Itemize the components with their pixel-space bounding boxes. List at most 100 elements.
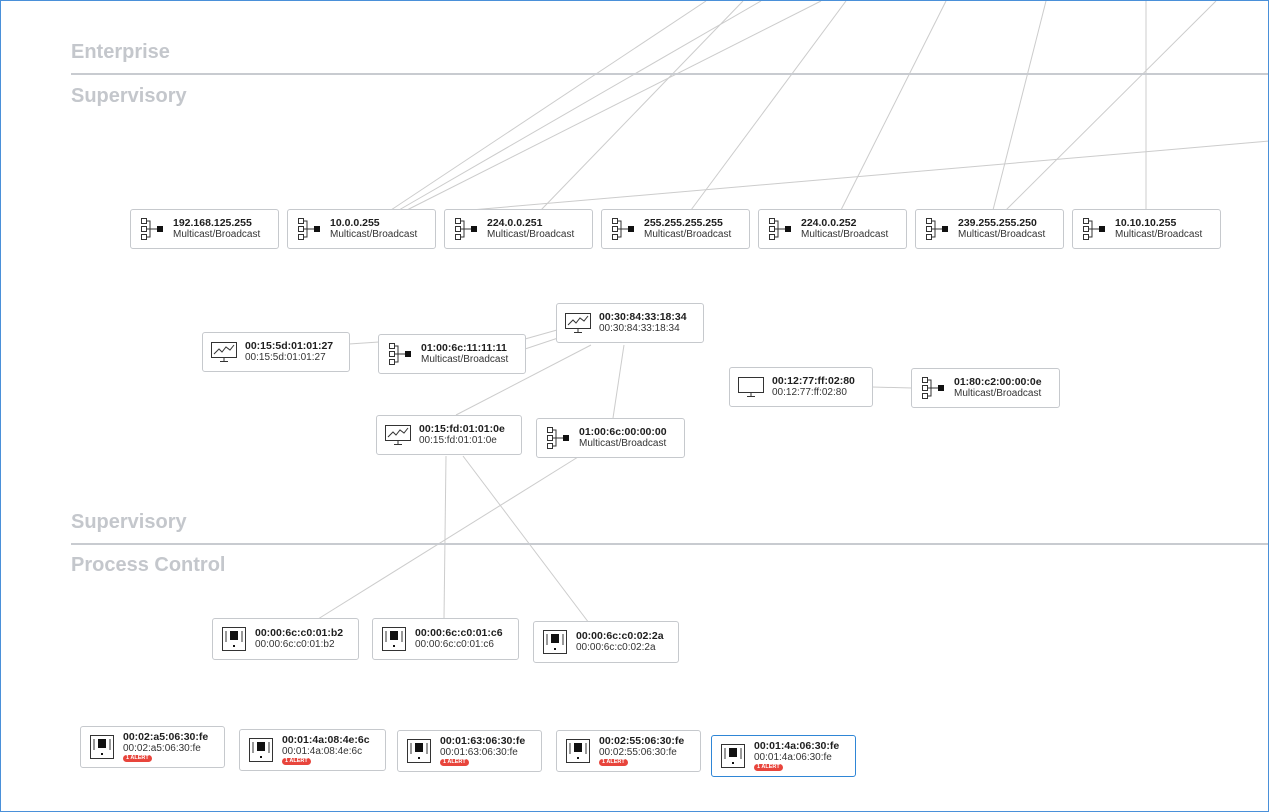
node-subtitle: 00:15:5d:01:01:27 [245,352,326,363]
node-name: 239.255.255.250 [958,217,1037,229]
node-subtitle: Multicast/Broadcast [330,229,418,240]
node-name: 00:02:55:06:30:fe [599,735,685,747]
node-name: 10.10.10.255 [1115,217,1177,229]
plc-icon [404,736,434,766]
node-name: 00:00:6c:c0:02:2a [576,630,664,642]
node-name: 10.0.0.255 [330,217,380,229]
node-name: 00:15:5d:01:01:27 [245,340,334,352]
zone-divider [71,73,1268,75]
node-subtitle: 00:01:4a:08:4e:6c [282,746,363,757]
node-subtitle: 00:12:77:ff:02:80 [772,387,847,398]
plc-icon [718,741,748,771]
plc-icon [87,732,117,762]
alert-badge[interactable]: 1 ALERT [754,764,783,771]
zone-label-enterprise: Enterprise [71,41,170,63]
broadcast-icon [922,214,952,244]
plc-icon [540,627,570,657]
node-name: 00:01:4a:06:30:fe [754,740,840,752]
hmi-monitor-icon [209,337,239,367]
broadcast-icon [543,423,573,453]
node-subtitle: 00:01:4a:06:30:fe [754,752,832,763]
workstation-icon [736,372,766,402]
node-subtitle: 00:00:6c:c0:01:b2 [255,639,335,650]
broadcast-icon [385,339,415,369]
zone-label-process-control: Process Control [71,554,226,576]
node-name: 224.0.0.251 [487,217,543,229]
node-subtitle: Multicast/Broadcast [954,388,1042,399]
broadcast-icon [137,214,167,244]
node-subtitle: Multicast/Broadcast [1115,229,1203,240]
hmi-monitor-icon [563,308,593,338]
zone-label-supervisory: Supervisory [71,85,187,107]
node-name: 00:01:4a:08:4e:6c [282,734,370,746]
node-subtitle: Multicast/Broadcast [173,229,261,240]
hmi-monitor-icon [383,420,413,450]
alert-badge[interactable]: 1 ALERT [282,758,311,765]
node-name: 00:30:84:33:18:34 [599,311,687,323]
node-name: 192.168.125.255 [173,217,252,229]
alert-badge[interactable]: 1 ALERT [123,755,152,762]
broadcast-icon [451,214,481,244]
node-subtitle: 00:02:a5:06:30:fe [123,743,201,754]
node-subtitle: 00:15:fd:01:01:0e [419,435,497,446]
broadcast-icon [918,373,948,403]
node-subtitle: 00:30:84:33:18:34 [599,323,680,334]
node-name: 00:00:6c:c0:01:b2 [255,627,344,639]
plc-icon [563,736,593,766]
zone-label-supervisory-lower: Supervisory [71,511,187,533]
node-name: 224.0.0.252 [801,217,857,229]
broadcast-icon [608,214,638,244]
node-name: 01:00:6c:00:00:00 [579,426,667,438]
node-subtitle: 00:01:63:06:30:fe [440,747,518,758]
node-subtitle: Multicast/Broadcast [801,229,889,240]
node-name: 01:00:6c:11:11:11 [421,342,507,354]
broadcast-icon [765,214,795,244]
node-subtitle: Multicast/Broadcast [644,229,732,240]
broadcast-icon [294,214,324,244]
plc-icon [379,624,409,654]
alert-badge[interactable]: 1 ALERT [440,759,469,766]
node-subtitle: 00:02:55:06:30:fe [599,747,677,758]
node-name: 255.255.255.255 [644,217,723,229]
zone-divider [71,543,1268,545]
node-subtitle: 00:00:6c:c0:02:2a [576,642,656,653]
node-name: 00:01:63:06:30:fe [440,735,526,747]
broadcast-icon [1079,214,1109,244]
node-subtitle: Multicast/Broadcast [487,229,575,240]
node-name: 00:12:77:ff:02:80 [772,375,855,387]
node-subtitle: 00:00:6c:c0:01:c6 [415,639,494,650]
node-name: 00:00:6c:c0:01:c6 [415,627,503,639]
node-name: 01:80:c2:00:00:0e [954,376,1042,388]
node-subtitle: Multicast/Broadcast [421,354,509,365]
node-name: 00:15:fd:01:01:0e [419,423,505,435]
node-subtitle: Multicast/Broadcast [958,229,1046,240]
alert-badge[interactable]: 1 ALERT [599,759,628,766]
node-subtitle: Multicast/Broadcast [579,438,667,449]
plc-icon [219,624,249,654]
node-name: 00:02:a5:06:30:fe [123,731,209,743]
